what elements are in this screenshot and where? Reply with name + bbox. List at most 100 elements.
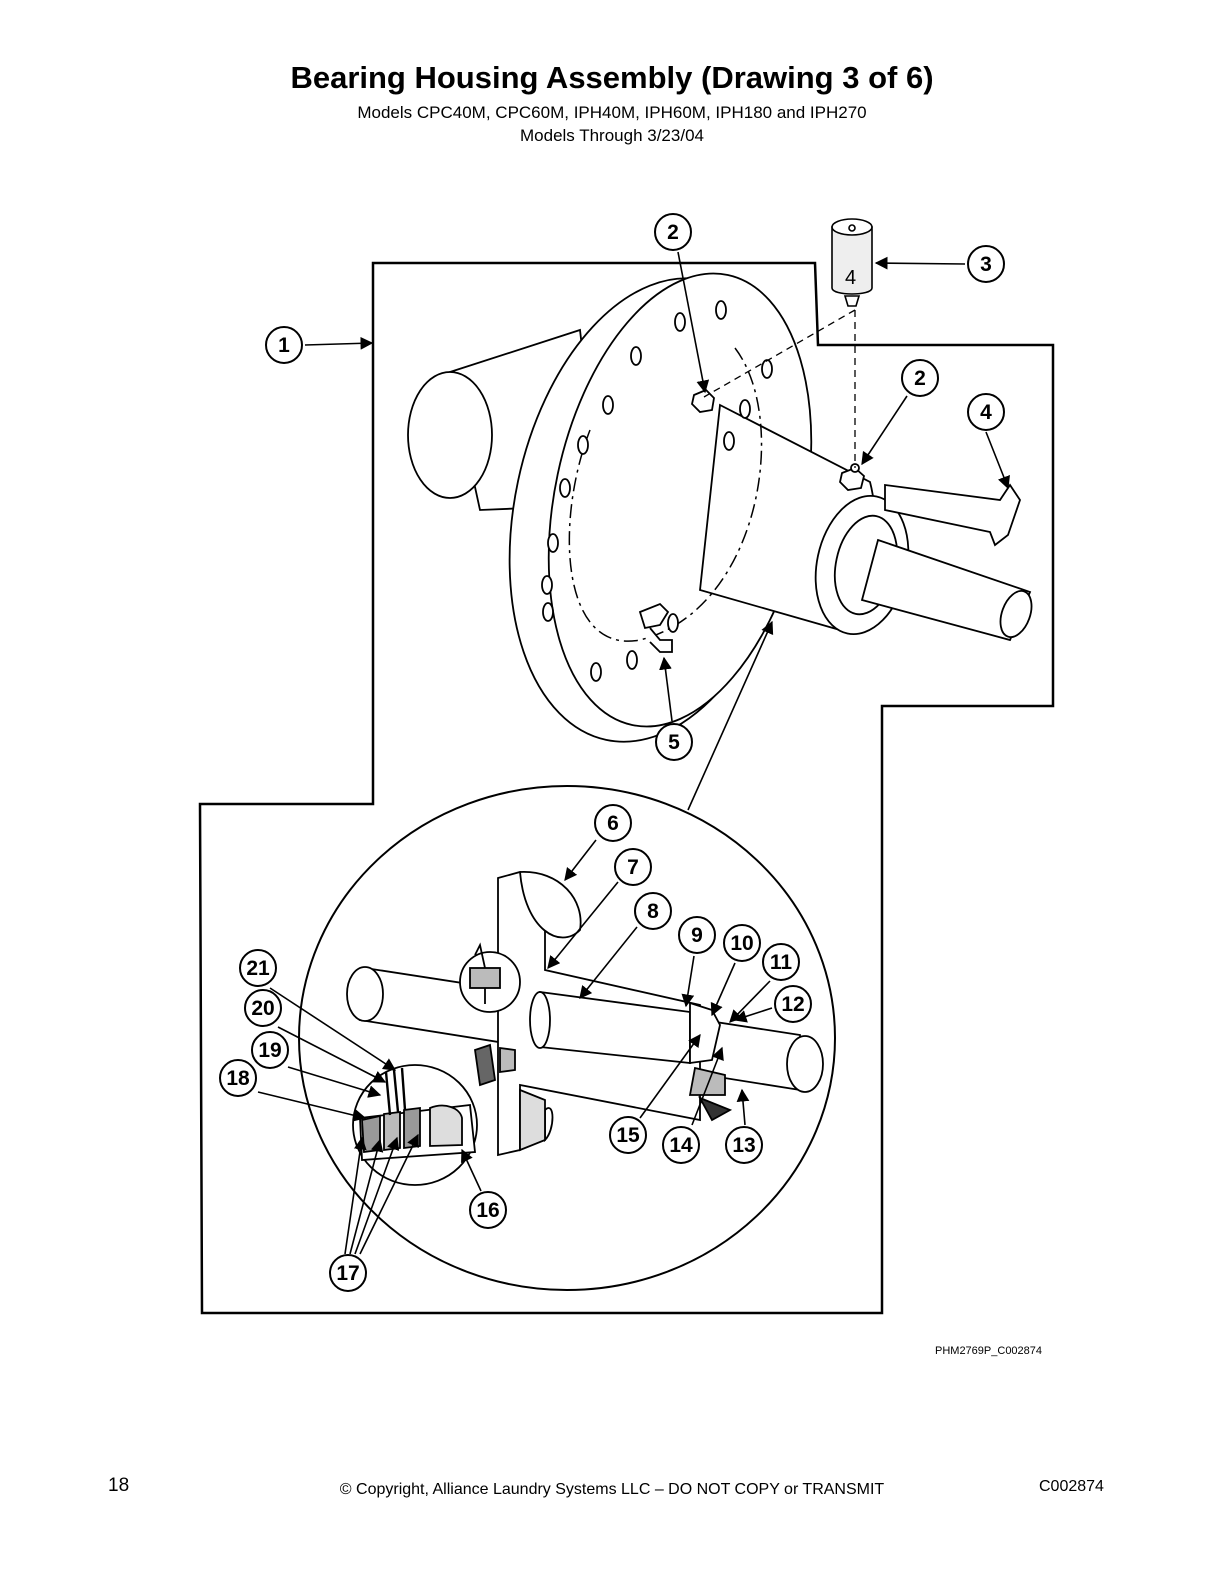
callout-c15: 15	[609, 1116, 647, 1154]
callout-label: 19	[258, 1039, 281, 1062]
callout-circle	[678, 916, 716, 954]
leader-line-c20	[277, 1026, 387, 1083]
leader-line-c17-2	[354, 1136, 400, 1255]
callout-label: 21	[246, 957, 270, 980]
leader-line-c14	[691, 1046, 724, 1126]
canister-label: 4	[845, 267, 856, 289]
leader-line-c1	[304, 336, 374, 350]
callout-c13: 13	[725, 1126, 763, 1164]
callout-circle	[609, 1116, 647, 1154]
callout-circle	[654, 213, 692, 251]
leader-line-c17-1	[349, 1138, 384, 1255]
drain-plug	[638, 602, 670, 630]
leader-line-c7	[547, 881, 619, 969]
callout-circle	[723, 924, 761, 962]
page-number: 18	[108, 1475, 130, 1496]
leader-line-c2b	[861, 395, 908, 466]
callout-circle	[244, 989, 282, 1027]
leader-line-c15	[639, 1033, 701, 1119]
leader-line-c13	[736, 1088, 750, 1126]
right-shaft-end	[999, 590, 1033, 638]
callout-circle	[655, 723, 693, 761]
callout-c21: 21	[239, 949, 277, 987]
callout-c7: 7	[614, 848, 652, 886]
callout-circle	[594, 804, 632, 842]
leader-line-c17-0	[344, 1136, 367, 1255]
callout-circle	[662, 1126, 700, 1164]
page-title: Bearing Housing Assembly (Drawing 3 of 6…	[290, 60, 934, 95]
callout-circle	[219, 1059, 257, 1097]
callout-circle	[239, 949, 277, 987]
leader-line-c5	[659, 656, 673, 722]
leader-line-c6	[564, 839, 597, 882]
callout-circle	[762, 943, 800, 981]
callout-c2a: 2	[654, 213, 692, 251]
detail-view-arrow	[687, 620, 774, 811]
callout-c9: 9	[678, 916, 716, 954]
leader-line-c12	[733, 1007, 773, 1023]
callout-c5: 5	[655, 723, 693, 761]
leader-line-c16	[461, 1148, 482, 1192]
callout-label: 15	[616, 1124, 640, 1147]
section-view-detail	[298, 785, 836, 1291]
callout-circle	[725, 1126, 763, 1164]
callout-circle	[901, 359, 939, 397]
callout-circle	[967, 393, 1005, 431]
callout-label: 18	[226, 1067, 250, 1090]
lubricator-guide-line	[703, 309, 856, 398]
leader-line-c8	[579, 926, 638, 999]
callout-c17: 17	[329, 1254, 367, 1292]
callout-label: 5	[668, 731, 680, 754]
housing-assembly	[407, 272, 1033, 743]
callout-label: 2	[914, 367, 926, 390]
callout-c4: 4	[967, 393, 1005, 431]
leader-line-c10	[710, 962, 736, 1017]
callout-c1: 1	[265, 326, 303, 364]
callout-label: 2	[667, 221, 679, 244]
callout-label: 7	[627, 856, 639, 879]
callout-c6: 6	[594, 804, 632, 842]
leader-line-c2a	[677, 251, 710, 394]
leader-line-c21	[269, 987, 397, 1071]
flange-bolt-holes	[541, 300, 773, 682]
leader-line-c18	[257, 1091, 367, 1122]
callout-circle	[967, 245, 1005, 283]
callout-c11: 11	[762, 943, 800, 981]
callout-circle	[634, 892, 672, 930]
callout-circle	[265, 326, 303, 364]
figure-id: PHM2769P_C002874	[935, 1345, 1043, 1357]
sensor-bracket	[884, 483, 1021, 547]
callout-label: 20	[251, 997, 274, 1020]
callout-label: 17	[336, 1262, 359, 1285]
copyright-notice: © Copyright, Alliance Laundry Systems LL…	[339, 1481, 885, 1498]
callout-label: 10	[730, 932, 753, 955]
leader-lines	[257, 251, 1010, 1255]
models-subtitle: Models CPC40M, CPC60M, IPH40M, IPH60M, I…	[357, 103, 867, 122]
callout-label: 1	[278, 334, 290, 357]
leader-line-c4	[985, 431, 1010, 490]
callout-c20: 20	[244, 989, 282, 1027]
callout-label: 11	[770, 951, 793, 974]
callout-label: 4	[980, 401, 992, 424]
callout-c3: 3	[967, 245, 1005, 283]
callout-circle	[774, 985, 812, 1023]
leader-line-c19	[287, 1066, 382, 1098]
callout-circle	[614, 848, 652, 886]
callout-label: 12	[781, 993, 804, 1016]
leader-line-c9	[681, 955, 695, 1008]
leader-line-c3	[874, 256, 966, 270]
leader-line-c17-3	[359, 1133, 419, 1255]
callout-circle	[251, 1031, 289, 1069]
callout-c8: 8	[634, 892, 672, 930]
lubricator-canister: 4	[831, 218, 873, 307]
left-shaft-end	[407, 371, 493, 499]
callout-c14: 14	[662, 1126, 700, 1164]
callout-label: 9	[691, 924, 703, 947]
bolt-circle	[568, 347, 763, 642]
callout-circle	[329, 1254, 367, 1292]
callout-c16: 16	[469, 1191, 507, 1229]
callout-label: 13	[732, 1134, 755, 1157]
callout-c2b: 2	[901, 359, 939, 397]
